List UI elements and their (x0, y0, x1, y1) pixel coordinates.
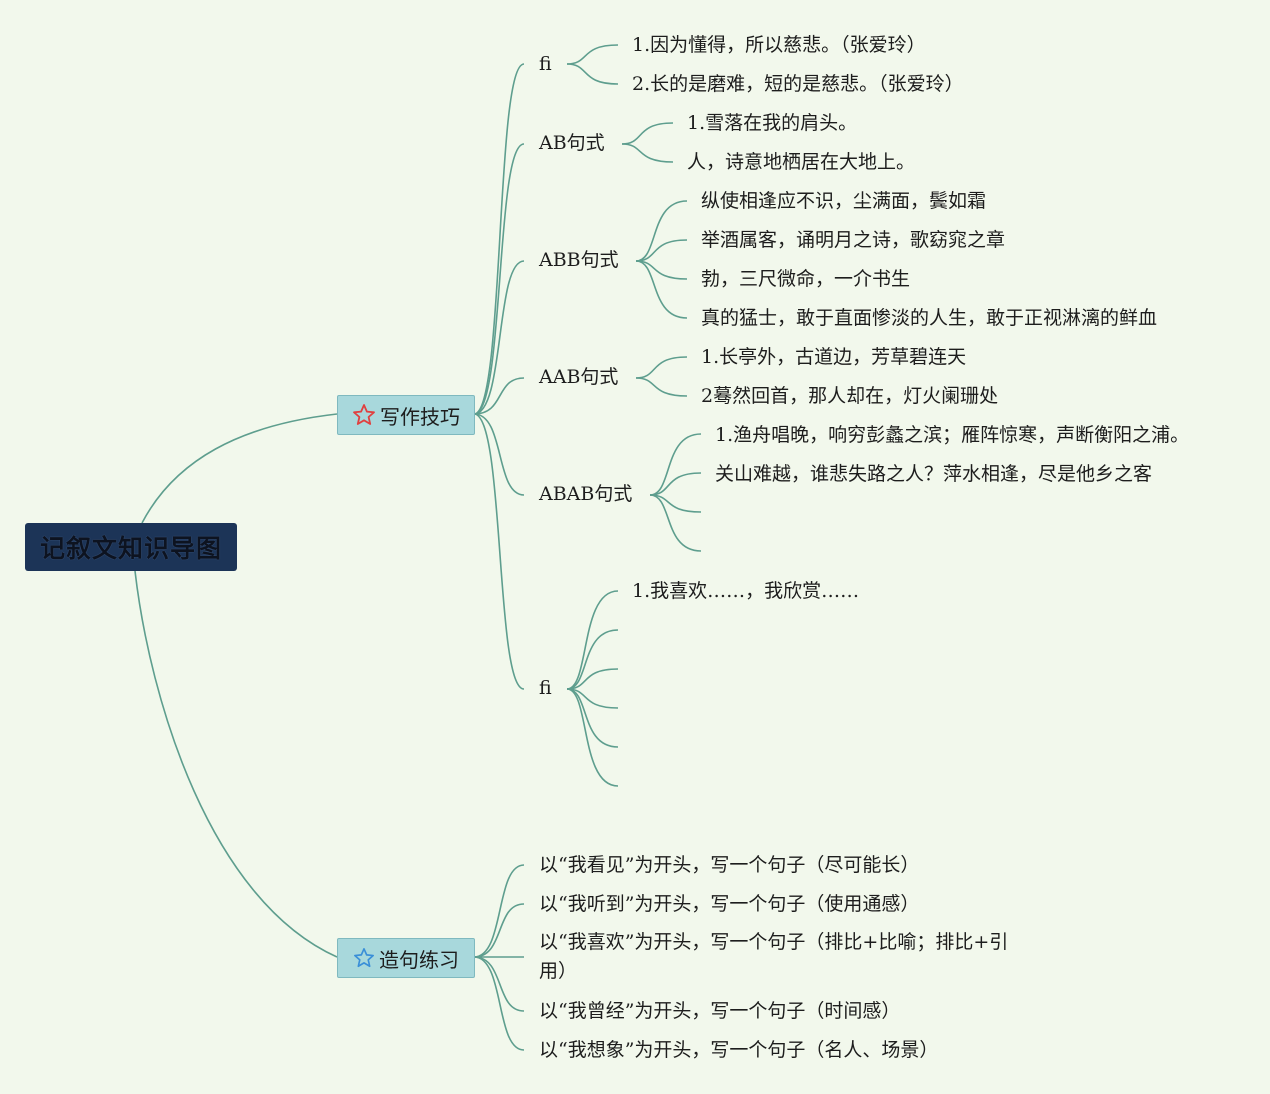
practice-item[interactable]: 以“我想象”为开头，写一个句子（名人、场景） (539, 1039, 939, 1061)
leaf-item[interactable]: 2.长的是磨难，短的是慈悲。（张爱玲） (632, 73, 964, 95)
connector (635, 260, 688, 319)
connector (141, 413, 338, 524)
leaf-item[interactable]: 2蓦然回首，那人却在，灯火阑珊处 (701, 385, 999, 407)
connector (649, 472, 702, 496)
topic-fi[interactable]: fi (539, 53, 552, 75)
connector (635, 260, 688, 280)
leaf-item[interactable]: 1.长亭外，古道边，芳草碧连天 (701, 346, 967, 368)
root-title: 记叙文知识导图 (39, 534, 222, 563)
connector (621, 122, 674, 145)
connector (473, 413, 525, 690)
connector (134, 570, 338, 958)
connector (473, 63, 525, 415)
leaf-item[interactable]: 1.我喜欢……，我欣赏…… (632, 580, 860, 602)
connector (635, 377, 688, 397)
connector (566, 44, 619, 65)
connector (473, 903, 525, 958)
connector (566, 590, 619, 690)
star-icon (353, 404, 375, 425)
connector (635, 200, 688, 262)
topic-fi-2[interactable]: fi (539, 677, 552, 699)
leaf-item[interactable]: 关山难越，谁悲失路之人？萍水相逢，尽是他乡之客 (715, 463, 1153, 485)
practice-item[interactable]: 以“我曾经”为开头，写一个句子（时间感） (539, 1000, 901, 1022)
leaf-item[interactable]: 1.因为懂得，所以慈悲。（张爱玲） (632, 34, 926, 56)
practice-item[interactable]: 以“我听到”为开头，写一个句子（使用通感） (539, 893, 920, 915)
connector (566, 688, 619, 787)
connector (473, 143, 525, 415)
connector (566, 629, 619, 690)
branch-writing-skills[interactable]: 写作技巧 (337, 395, 475, 435)
connector (473, 956, 525, 1051)
connector (635, 239, 688, 262)
topic-ab[interactable]: AB句式 (539, 132, 605, 154)
connector (566, 668, 619, 690)
leaf-item[interactable]: 1.雪落在我的肩头。 (687, 112, 858, 134)
branch-label: 造句练习 (379, 947, 459, 972)
star-icon (354, 948, 374, 968)
connector (473, 413, 525, 496)
branch-label: 写作技巧 (380, 404, 460, 429)
leaf-item[interactable]: 人，诗意地栖居在大地上。 (687, 151, 916, 173)
practice-item[interactable]: 以“我看见”为开头，写一个句子（尽可能长） (539, 854, 920, 876)
leaf-item[interactable]: 纵使相逢应不识，尘满面，鬓如霜 (701, 190, 987, 212)
leaf-item[interactable]: 举酒属客，诵明月之诗，歌窈窕之章 (701, 229, 1006, 251)
connector (566, 688, 619, 709)
connector (473, 377, 525, 415)
leaf-item[interactable]: 勃，三尺微命，一介书生 (701, 268, 911, 290)
leaf-item[interactable]: 1.渔舟唱晚，响穷彭蠡之滨；雁阵惊寒，声断衡阳之浦。 (715, 424, 1190, 446)
topic-abab[interactable]: ABAB句式 (539, 483, 633, 505)
connector (473, 260, 525, 415)
topic-aab[interactable]: AAB句式 (539, 366, 619, 388)
connector (566, 63, 619, 85)
branch-sentence-practice[interactable]: 造句练习 (337, 938, 475, 978)
topic-abb[interactable]: ABB句式 (539, 249, 619, 271)
connector (473, 864, 525, 958)
leaf-item[interactable]: 真的猛士，敢于直面惨淡的人生，敢于正视淋漓的鲜血 (701, 307, 1158, 329)
connector (649, 494, 702, 513)
connector (621, 143, 674, 163)
connector (649, 433, 702, 496)
root-node[interactable]: 记叙文知识导图 (25, 523, 237, 571)
connector (473, 956, 525, 1012)
practice-item[interactable]: 以“我喜欢”为开头，写一个句子（排比+比喻；排比+引用） (539, 931, 1009, 982)
connector (566, 688, 619, 748)
connector (649, 494, 702, 552)
connector (635, 356, 688, 379)
